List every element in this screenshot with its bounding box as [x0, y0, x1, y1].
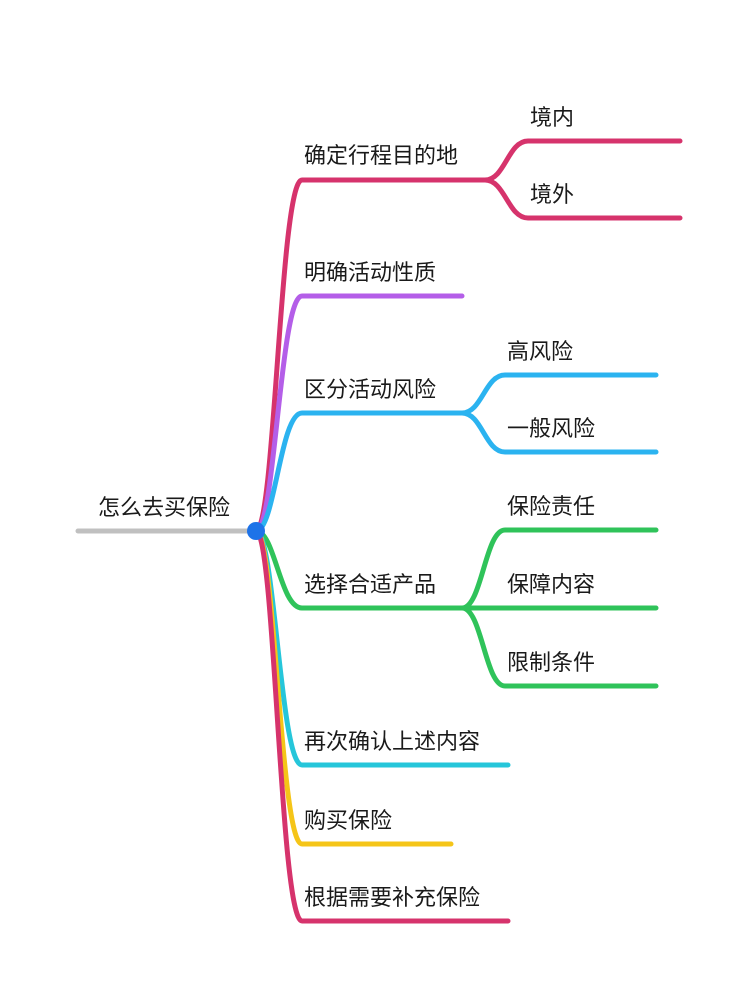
child-edge-liability	[459, 527, 659, 611]
branch-label-reconfirm: 再次确认上述内容	[304, 730, 480, 755]
child-edge-restrictions	[459, 605, 659, 689]
branch-label-activity-risk: 区分活动风险	[304, 378, 436, 403]
branch-label-activity-nature: 明确活动性质	[304, 261, 436, 286]
child-label-high-risk: 高风险	[507, 340, 573, 365]
child-edge-high-risk	[459, 372, 659, 416]
branch-edge-activity-risk	[253, 410, 465, 534]
child-label-coverage: 保障内容	[507, 573, 595, 598]
child-label-overseas: 境外	[530, 183, 574, 208]
branch-edge-supplement	[253, 528, 511, 924]
child-label-general-risk: 一般风险	[507, 417, 595, 442]
branch-edge-destination	[253, 177, 488, 534]
child-edge-general-risk	[459, 410, 659, 455]
child-label-domestic: 境内	[530, 106, 574, 131]
child-label-restrictions: 限制条件	[507, 651, 595, 676]
child-label-liability: 保险责任	[507, 495, 595, 520]
child-edge-overseas	[482, 177, 683, 221]
branch-label-choose-product: 选择合适产品	[304, 573, 436, 598]
root-node-label: 怎么去买保险	[98, 496, 230, 521]
child-edge-domestic	[482, 138, 683, 183]
branch-label-supplement: 根据需要补充保险	[304, 886, 480, 911]
branch-label-purchase: 购买保险	[304, 809, 392, 834]
branch-edge-activity-nature	[253, 293, 465, 534]
root-connector-dot	[247, 522, 265, 540]
branch-label-destination: 确定行程目的地	[304, 144, 458, 169]
